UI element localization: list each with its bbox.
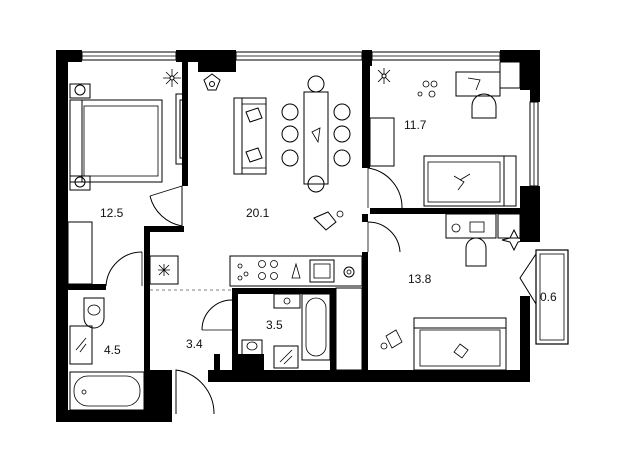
bedroom-right-furniture (335, 213, 527, 371)
walls (56, 50, 540, 422)
area-label-hallway: 3.4 (186, 337, 203, 351)
area-label-balcony: 0.6 (540, 290, 557, 304)
area-label-bedroom-left: 12.5 (100, 206, 124, 220)
area-label-bathroom-left: 4.5 (104, 343, 121, 357)
doors (105, 167, 537, 415)
area-label-living-kitchen: 20.1 (246, 206, 270, 220)
area-label-bathroom-center: 3.5 (266, 318, 283, 332)
area-labels: 12.5 20.1 11.7 13.8 0.6 4.5 3.4 3.5 (100, 118, 557, 357)
bathroom-center-fixtures (241, 293, 331, 369)
area-label-bedroom-top-right: 11.7 (404, 118, 427, 132)
bathroom-left-fixtures (69, 297, 145, 411)
living-furniture (149, 73, 363, 287)
bedroom-top-right-furniture (369, 61, 521, 207)
bedroom-left-furniture (67, 69, 185, 285)
area-label-bedroom-right: 13.8 (408, 272, 432, 286)
